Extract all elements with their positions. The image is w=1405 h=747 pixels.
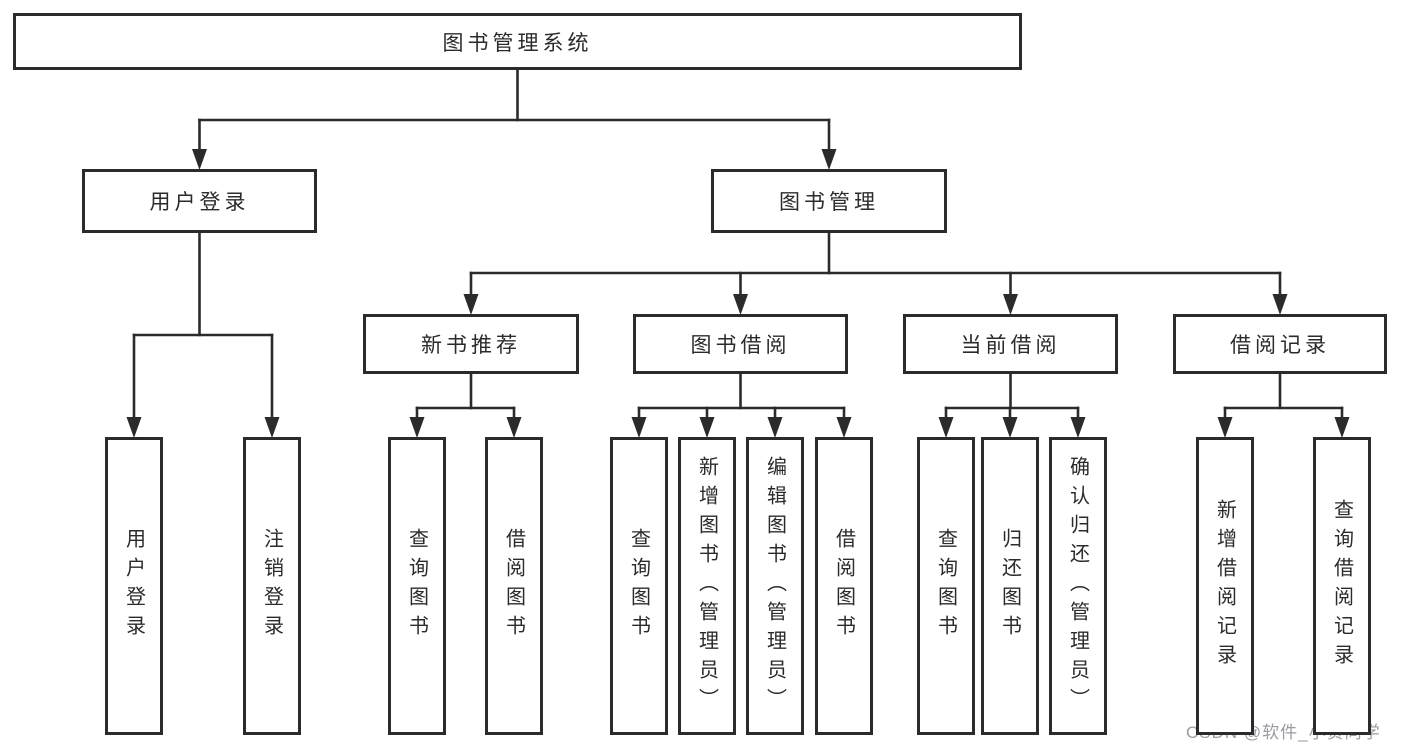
node-borrow-books-2: 借阅图书 — [815, 437, 873, 735]
node-book-borrowing: 图书借阅 — [633, 314, 848, 374]
node-query-borrow-record: 查询借阅记录 — [1313, 437, 1371, 735]
node-label-user-login: 用户登录 — [122, 528, 145, 644]
arrow-head-user-login-menu — [192, 149, 207, 170]
node-label-query-books-3: 查询图书 — [934, 528, 957, 644]
node-label-borrow-books-1: 借阅图书 — [502, 528, 525, 644]
node-label-root: 图书管理系统 — [442, 31, 593, 55]
arrow-head-query-books-1 — [409, 417, 425, 438]
arrow-head-book-management — [821, 149, 837, 170]
arrow-head-return-books — [1002, 417, 1018, 438]
node-edit-books-admin: 编辑图书（管理员） — [746, 437, 804, 735]
node-user-login: 用户登录 — [105, 437, 163, 735]
node-label-user-login-menu: 用户登录 — [149, 191, 250, 214]
node-label-new-book-recommend: 新书推荐 — [421, 334, 521, 357]
node-return-books: 归还图书 — [981, 437, 1039, 735]
arrow-head-add-borrow-record — [1217, 417, 1233, 438]
node-label-edit-books-admin: 编辑图书（管理员） — [763, 455, 786, 717]
node-label-query-books-1: 查询图书 — [405, 528, 428, 644]
arrow-head-borrowing-records — [1272, 294, 1288, 315]
node-label-logout: 注销登录 — [260, 528, 283, 644]
arrow-head-user-login — [126, 417, 142, 438]
node-query-books-3: 查询图书 — [917, 437, 975, 735]
arrow-head-borrow-books-2 — [836, 417, 852, 438]
arrow-head-book-borrowing — [733, 294, 748, 315]
node-query-books-2: 查询图书 — [610, 437, 668, 735]
node-root: 图书管理系统 — [13, 13, 1022, 70]
node-query-books-1: 查询图书 — [388, 437, 446, 735]
node-label-current-borrowing: 当前借阅 — [960, 334, 1061, 357]
node-label-query-books-2: 查询图书 — [627, 528, 650, 644]
node-logout: 注销登录 — [243, 437, 301, 735]
node-confirm-return-admin: 确认归还（管理员） — [1049, 437, 1107, 735]
node-borrowing-records: 借阅记录 — [1173, 314, 1387, 374]
arrow-head-edit-books-admin — [767, 417, 783, 438]
arrow-head-query-books-3 — [938, 417, 954, 438]
arrow-head-confirm-return-admin — [1070, 417, 1086, 438]
node-book-management: 图书管理 — [711, 169, 947, 233]
node-label-book-borrowing: 图书借阅 — [690, 334, 791, 357]
arrow-head-current-borrowing — [1003, 294, 1018, 315]
arrow-head-query-borrow-record — [1334, 417, 1350, 438]
node-label-book-management: 图书管理 — [779, 191, 879, 214]
node-label-add-borrow-record: 新增借阅记录 — [1213, 499, 1236, 673]
node-current-borrowing: 当前借阅 — [903, 314, 1118, 374]
node-new-book-recommend: 新书推荐 — [363, 314, 579, 374]
node-label-add-books-admin: 新增图书（管理员） — [695, 455, 718, 717]
node-label-borrowing-records: 借阅记录 — [1230, 334, 1330, 357]
node-label-borrow-books-2: 借阅图书 — [832, 528, 855, 644]
node-label-confirm-return-admin: 确认归还（管理员） — [1066, 455, 1089, 717]
node-label-query-borrow-record: 查询借阅记录 — [1330, 499, 1353, 673]
arrow-head-borrow-books-1 — [506, 417, 522, 438]
arrow-head-new-book-recommend — [463, 294, 479, 315]
arrow-head-logout — [264, 417, 280, 438]
arrow-head-add-books-admin — [699, 417, 715, 438]
node-add-books-admin: 新增图书（管理员） — [678, 437, 736, 735]
node-user-login-menu: 用户登录 — [82, 169, 317, 233]
arrow-head-query-books-2 — [631, 417, 647, 438]
node-borrow-books-1: 借阅图书 — [485, 437, 543, 735]
node-add-borrow-record: 新增借阅记录 — [1196, 437, 1254, 735]
node-label-return-books: 归还图书 — [998, 528, 1021, 644]
